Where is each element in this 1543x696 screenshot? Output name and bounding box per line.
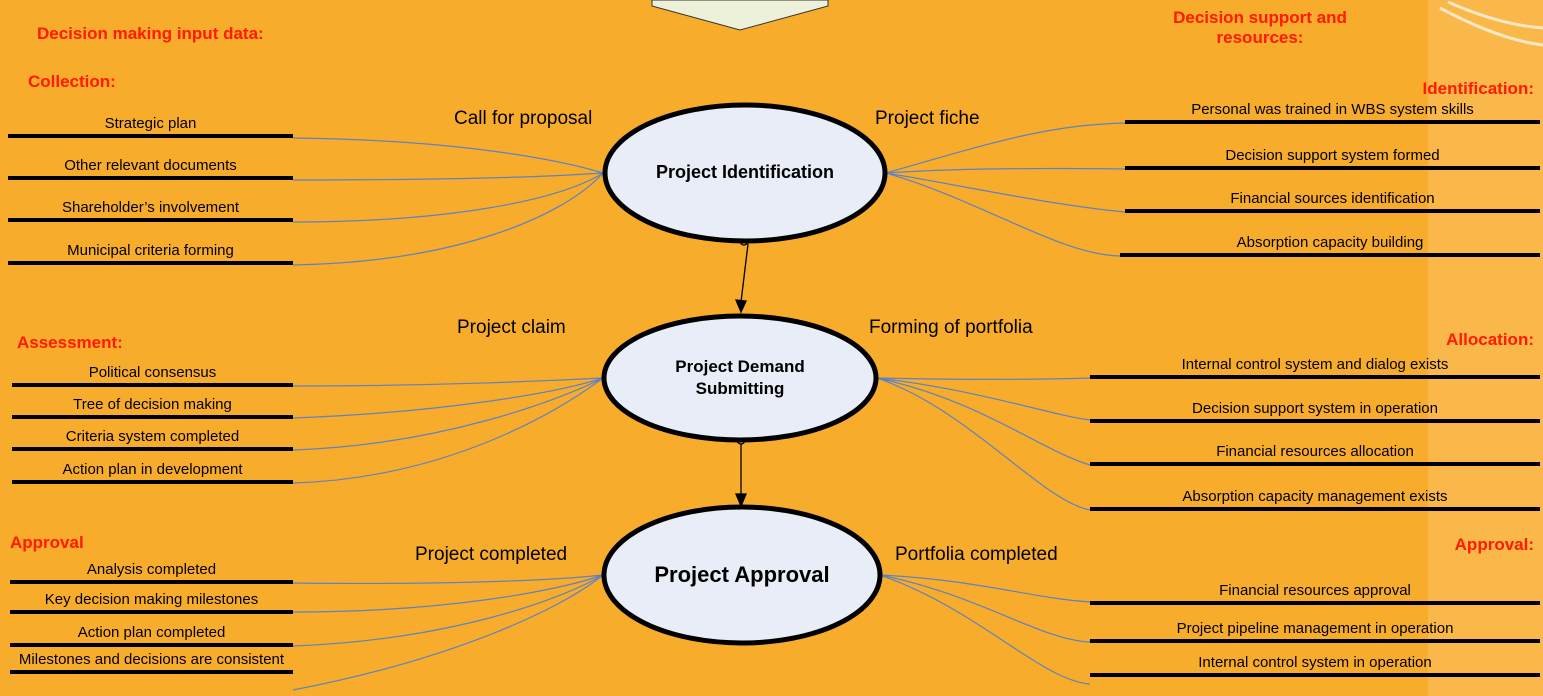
caption-call-for-proposal: Call for proposal [454, 108, 593, 129]
assessment-item: Tree of decision making [12, 396, 293, 419]
allocation-item: Absorption capacity management exists [1090, 488, 1540, 511]
decorative-arcs [1439, 0, 1543, 47]
left-approval-item: Key decision making milestones [10, 591, 293, 614]
right-approval-heading: Approval: [1454, 535, 1534, 554]
identification-item: Financial sources identification [1125, 190, 1540, 213]
collection-item: Other relevant documents [8, 157, 293, 180]
identification-heading: Identification: [1422, 79, 1534, 98]
node-approval-shape [601, 504, 883, 646]
right-approval-item: Project pipeline management in operation [1090, 620, 1540, 643]
node-approval: Project Approval [654, 561, 830, 587]
caption-portfolia-completed: Portfolia completed [895, 544, 1058, 565]
assessment-item: Action plan in development [12, 461, 293, 484]
allocation-heading: Allocation: [1446, 330, 1534, 349]
allocation-item: Internal control system and dialog exist… [1090, 356, 1540, 379]
left-approval-item: Analysis completed [10, 561, 293, 584]
right-approval-item: Financial resources approval [1090, 582, 1540, 605]
caption-forming-of-portfolia: Forming of portfolia [869, 317, 1033, 338]
caption-project-claim: Project claim [457, 317, 566, 338]
left-approval-item: Milestones and decisions are consistent [10, 651, 293, 674]
caption-project-fiche: Project fiche [875, 108, 980, 129]
connector-curves [292, 122, 1126, 691]
right-section-title: Decision support and resources: [1173, 8, 1347, 47]
assessment-item: Criteria system completed [12, 428, 293, 451]
left-approval-item: Action plan completed [10, 624, 293, 647]
identification-item: Absorption capacity building [1120, 234, 1540, 257]
left-section-title: Decision making input data: [37, 24, 264, 43]
caption-project-completed: Project completed [415, 544, 568, 565]
node-demand-submitting: Project Demand Submitting [675, 356, 805, 398]
node-identification: Project Identification [655, 162, 835, 183]
node-demand-shape [601, 313, 879, 443]
collection-item: Shareholder’s involvement [8, 199, 293, 222]
collection-item: Municipal criteria forming [8, 242, 293, 265]
allocation-item: Decision support system in operation [1090, 400, 1540, 423]
identification-item: Decision support system formed [1125, 147, 1540, 170]
collection-item: Strategic plan [8, 115, 293, 138]
assessment-item: Political consensus [12, 364, 293, 387]
identification-item: Personal was trained in WBS system skill… [1125, 101, 1540, 124]
collection-heading: Collection: [28, 72, 116, 91]
left-approval-heading: Approval [10, 533, 84, 552]
top-arrow-shape [651, 0, 829, 31]
right-approval-item: Internal control system in operation [1090, 654, 1540, 677]
right-panel-background [1428, 0, 1543, 696]
assessment-heading: Assessment: [17, 333, 123, 352]
node-identification-shape [602, 102, 888, 244]
allocation-item: Financial resources allocation [1090, 443, 1540, 466]
